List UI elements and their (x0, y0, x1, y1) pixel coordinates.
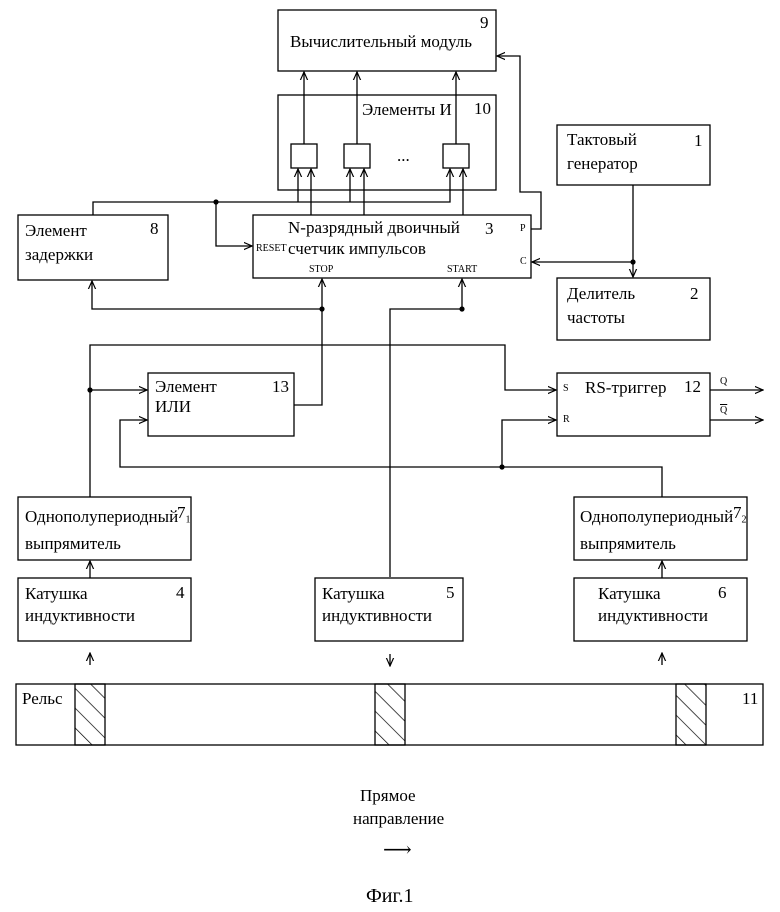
counter-p-pin: P (520, 223, 526, 235)
direction-label-line2: направление (353, 808, 444, 829)
and-gate-1 (291, 144, 317, 168)
compute-module-label: Вычислительный модуль (290, 31, 472, 52)
coil5-number: 5 (446, 583, 455, 603)
and-gate-2 (344, 144, 370, 168)
direction-arrow-icon: ⟶ (383, 840, 412, 861)
direction-label-line1: Прямое (360, 785, 416, 806)
rs-label: RS-триггер (585, 377, 666, 398)
rect2-number: 72 (733, 503, 747, 530)
rail-zone-1 (75, 684, 105, 745)
counter-number: 3 (485, 219, 494, 239)
rect1-label-line2: выпрямитель (25, 533, 121, 554)
rs-s-pin: S (563, 383, 569, 395)
or-number: 13 (272, 377, 289, 397)
rect1-label-line1: Однополупериодный (25, 506, 178, 527)
delay-label-line1: Элемент (25, 220, 87, 241)
coil5-label-line2: индуктивности (322, 605, 432, 626)
coil5-label-line1: Катушка (322, 583, 385, 604)
and-elements-number: 10 (474, 99, 491, 119)
rail-zone-2 (375, 684, 405, 745)
rail-number: 11 (742, 689, 758, 709)
rs-number: 12 (684, 377, 701, 397)
counter-start-pin: START (447, 264, 477, 276)
coil4-number: 4 (176, 583, 185, 603)
coil6-label-line1: Катушка (598, 583, 661, 604)
clock-number: 1 (694, 131, 703, 151)
and-gate-3 (443, 144, 469, 168)
rs-q-output: Q (720, 376, 727, 388)
delay-label-line2: задержки (25, 244, 93, 265)
and-elements-label: Элементы И (362, 99, 452, 120)
or-label-line1: Элемент (155, 376, 217, 397)
rs-qbar-output: Q (720, 405, 727, 417)
rect1-number: 71 (177, 503, 191, 530)
and-elements-ellipsis: ... (397, 145, 410, 166)
delay-number: 8 (150, 219, 159, 239)
rect2-label-line1: Однополупериодный (580, 506, 733, 527)
or-label-line2: ИЛИ (155, 396, 191, 417)
divider-number: 2 (690, 284, 699, 304)
clock-label-line2: генератор (567, 153, 638, 174)
rail-label: Рельс (22, 688, 63, 709)
rail-zone-3 (676, 684, 706, 745)
coil6-number: 6 (718, 583, 727, 603)
counter-reset-pin: RESET (256, 243, 287, 255)
counter-label-line2: счетчик импульсов (288, 238, 426, 259)
coil4-label-line1: Катушка (25, 583, 88, 604)
coil4-label-line2: индуктивности (25, 605, 135, 626)
counter-stop-pin: STOP (309, 264, 333, 276)
compute-module-number: 9 (480, 13, 489, 33)
divider-label-line2: частоты (567, 307, 625, 328)
divider-label-line1: Делитель (567, 283, 635, 304)
figure-caption: Фиг.1 (366, 884, 413, 908)
clock-label-line1: Тактовый (567, 129, 637, 150)
counter-c-pin: C (520, 256, 527, 268)
counter-label-line1: N-разрядный двоичный (288, 217, 460, 238)
rs-r-pin: R (563, 414, 570, 426)
coil6-label-line2: индуктивности (598, 605, 708, 626)
rect2-label-line2: выпрямитель (580, 533, 676, 554)
